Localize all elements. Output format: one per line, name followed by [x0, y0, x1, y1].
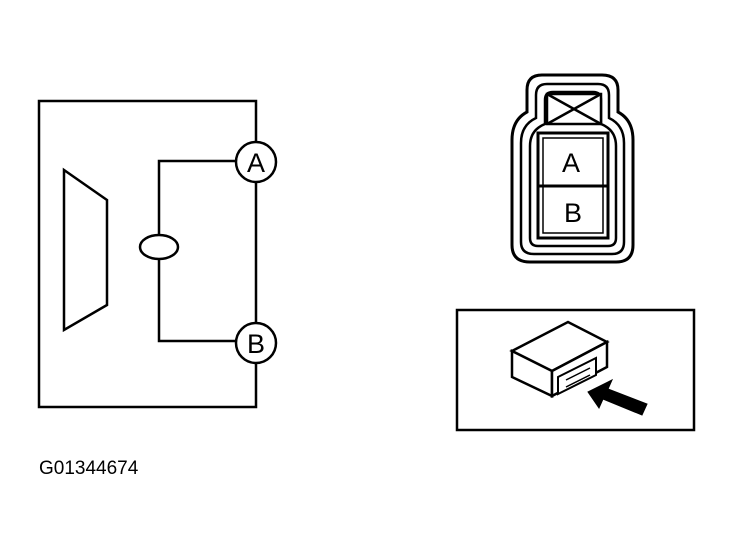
internal-wire — [157, 159, 237, 235]
pin-a-circle — [234, 140, 278, 184]
speaker-cone-icon — [62, 167, 109, 333]
connector-face-view: A B — [510, 73, 635, 264]
module-box-icon — [509, 320, 610, 399]
component-schematic: A B — [37, 99, 278, 409]
cavity-b-label: B — [564, 198, 582, 228]
pin-b-circle — [234, 321, 278, 365]
pin-b-label: B — [247, 329, 265, 359]
coil-icon — [138, 233, 180, 261]
locking-tab — [545, 92, 603, 126]
connector-outer-shell — [510, 73, 635, 264]
connector-shell-inner-outline — [519, 82, 626, 256]
pin-b-terminal: B — [234, 321, 278, 365]
pin-a-label: A — [247, 148, 265, 178]
module-port-line — [565, 367, 591, 381]
pin-a-terminal: A — [234, 140, 278, 184]
cavity-inner-line — [542, 137, 604, 234]
cavity-a-label: A — [562, 148, 580, 178]
module-port-line-2 — [565, 374, 591, 388]
internal-wire-lower — [157, 259, 237, 343]
pointer-arrow-icon — [587, 378, 648, 416]
figure-id: G01344674 — [39, 458, 139, 479]
component-housing-outline — [37, 99, 258, 409]
locking-tab-cross-2 — [546, 92, 602, 126]
connector-location-inset — [455, 308, 696, 432]
module-connector-port — [557, 356, 597, 396]
